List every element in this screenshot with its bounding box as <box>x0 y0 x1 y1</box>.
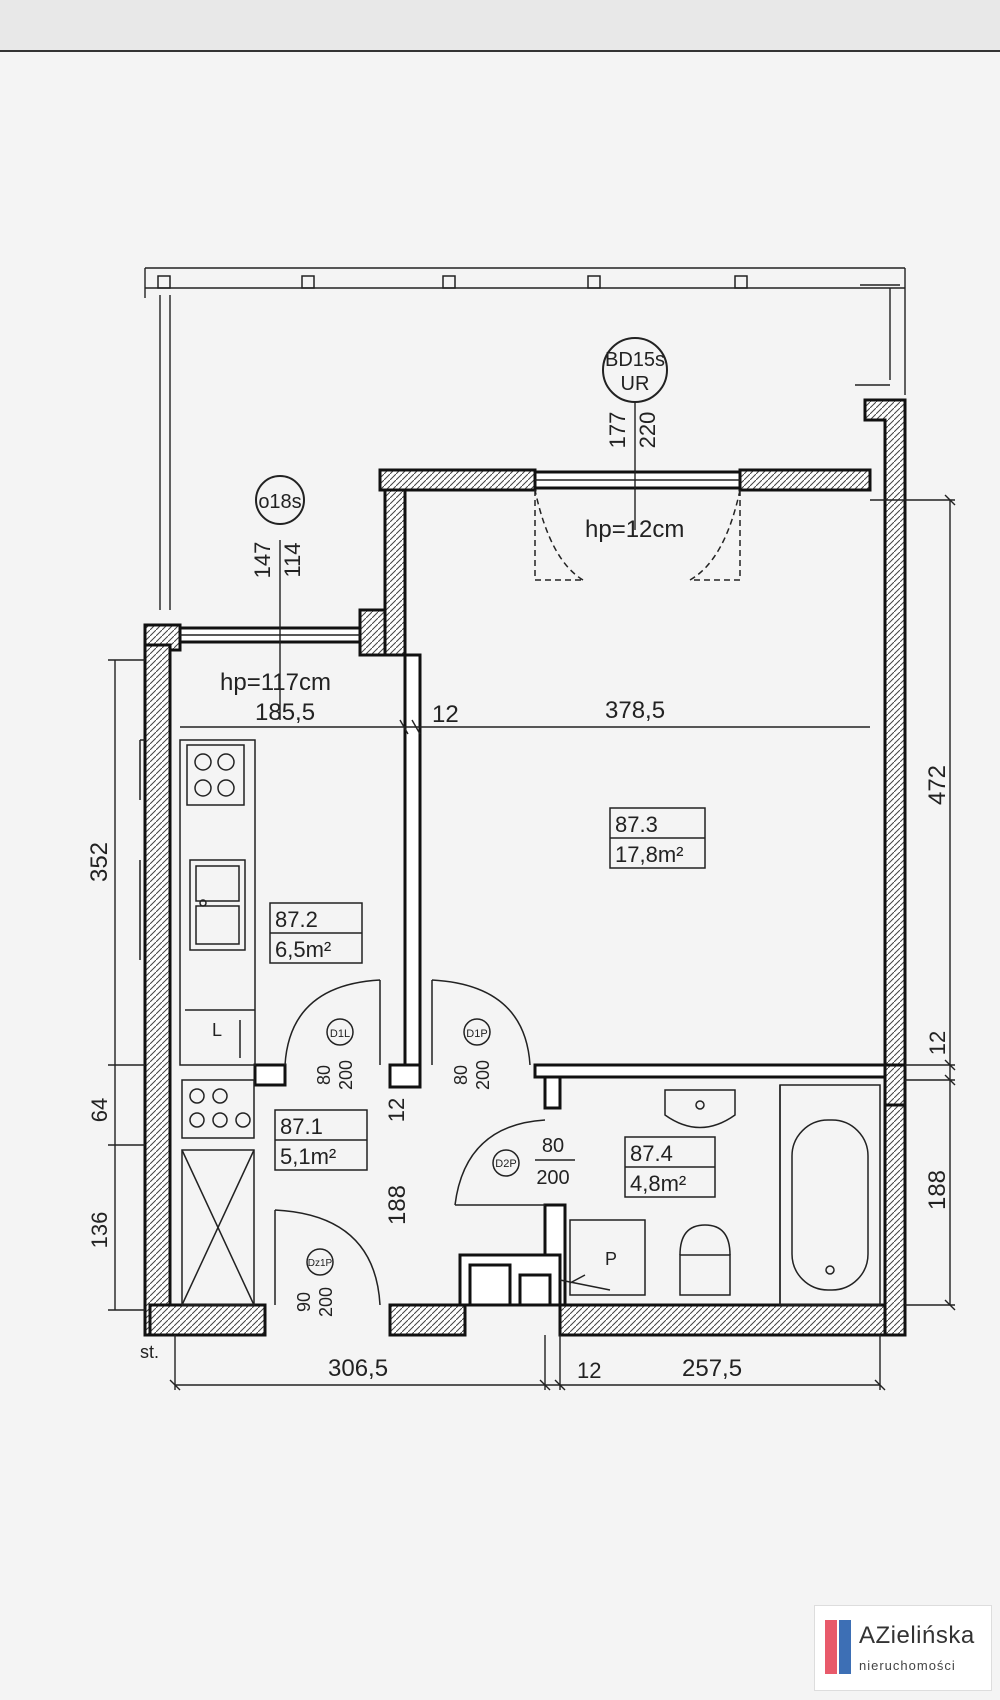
room-area: 17,8m² <box>615 842 683 867</box>
bathroom-fixtures <box>559 1084 881 1306</box>
window-bd15s <box>533 470 742 581</box>
window-sub: UR <box>621 373 650 395</box>
door-swings <box>274 979 546 1306</box>
door-dim-b: 200 <box>316 1287 336 1317</box>
window-o18s <box>178 626 362 644</box>
room-label-87-1: 87.1 5,1m² <box>274 1109 368 1171</box>
window-sill: hp=117cm <box>220 669 331 696</box>
dim-bottom-left: 306,5 <box>328 1355 388 1382</box>
dim-right-partition: 12 <box>925 1031 950 1055</box>
dim-right-height: 472 <box>924 765 951 805</box>
window-tag-bd15s: BD15s UR 177 220 hp=12cm <box>585 337 684 543</box>
door-dim-b: 200 <box>336 1060 356 1090</box>
door-dim-a: 90 <box>294 1292 314 1312</box>
door-dim-a: 80 <box>542 1135 564 1157</box>
kitchen-fixtures <box>139 739 256 1306</box>
dim-bath-height: 188 <box>924 1170 951 1210</box>
dim-hall-height: 188 <box>384 1185 411 1225</box>
washer-label: P <box>605 1249 617 1269</box>
room-area: 4,8m² <box>630 1171 686 1196</box>
room-area: 6,5m² <box>275 937 331 962</box>
room-label-87-3: 87.3 17,8m² <box>609 807 706 869</box>
window-dim-a: 147 <box>250 542 275 579</box>
dim-bottom-right: 257,5 <box>682 1355 742 1382</box>
window-dim-b: 220 <box>635 412 660 449</box>
dim-bottom-mid: 12 <box>577 1358 601 1383</box>
window-code: BD15s <box>605 349 665 371</box>
logo-mark <box>825 1620 853 1674</box>
dim-partition: 12 <box>432 701 459 728</box>
room-id: 87.4 <box>630 1141 673 1166</box>
window-tag-o18s: o18s 147 114 hp=117cm <box>220 475 331 696</box>
room-id: 87.2 <box>275 907 318 932</box>
door-code: D2P <box>495 1158 516 1170</box>
exterior-walls <box>143 398 907 1337</box>
agency-logo: AZielińska nieruchomości <box>814 1605 992 1691</box>
door-dim-a: 80 <box>451 1065 471 1085</box>
room-label-87-4: 87.4 4,8m² <box>624 1136 716 1198</box>
dim-left-64: 64 <box>87 1098 112 1122</box>
room-id: 87.3 <box>615 812 658 837</box>
door-code: D1L <box>330 1028 350 1040</box>
corner-label: st. <box>140 1342 159 1362</box>
window-dim-b: 114 <box>280 542 305 577</box>
dim-hall-partition: 12 <box>384 1098 409 1122</box>
logo-brand: AZielińska <box>859 1622 975 1649</box>
door-code: Dz1P <box>308 1258 333 1269</box>
door-dim-b: 200 <box>536 1167 569 1189</box>
room-area: 5,1m² <box>280 1144 336 1169</box>
room-id: 87.1 <box>280 1114 323 1139</box>
door-dim-a: 80 <box>314 1065 334 1085</box>
window-code: o18s <box>258 491 301 513</box>
room-label-87-2: 87.2 6,5m² <box>269 902 363 964</box>
fridge-label: L <box>212 1020 222 1040</box>
dim-left-height: 352 <box>86 842 113 882</box>
logo-subtitle: nieruchomości <box>859 1658 956 1673</box>
door-dim-b: 200 <box>473 1060 493 1090</box>
door-code: D1P <box>466 1028 487 1040</box>
scan-top-edge <box>0 0 1000 52</box>
door-tag-d1l: D1L 80 200 <box>314 1018 356 1090</box>
dim-kitchen-width: 185,5 <box>255 699 315 726</box>
door-tag-d1p: D1P 80 200 <box>451 1018 493 1090</box>
dim-room-width: 378,5 <box>605 697 665 724</box>
interior-walls <box>253 653 887 1307</box>
balcony <box>144 267 906 610</box>
window-dim-a: 177 <box>605 412 630 449</box>
dim-left-136: 136 <box>87 1212 112 1249</box>
window-sill: hp=12cm <box>585 516 684 543</box>
door-tag-d2p: D2P 80 200 <box>492 1135 575 1189</box>
dimension-lines <box>108 400 956 1391</box>
door-tag-dz1p: Dz1P 90 200 <box>294 1248 336 1317</box>
